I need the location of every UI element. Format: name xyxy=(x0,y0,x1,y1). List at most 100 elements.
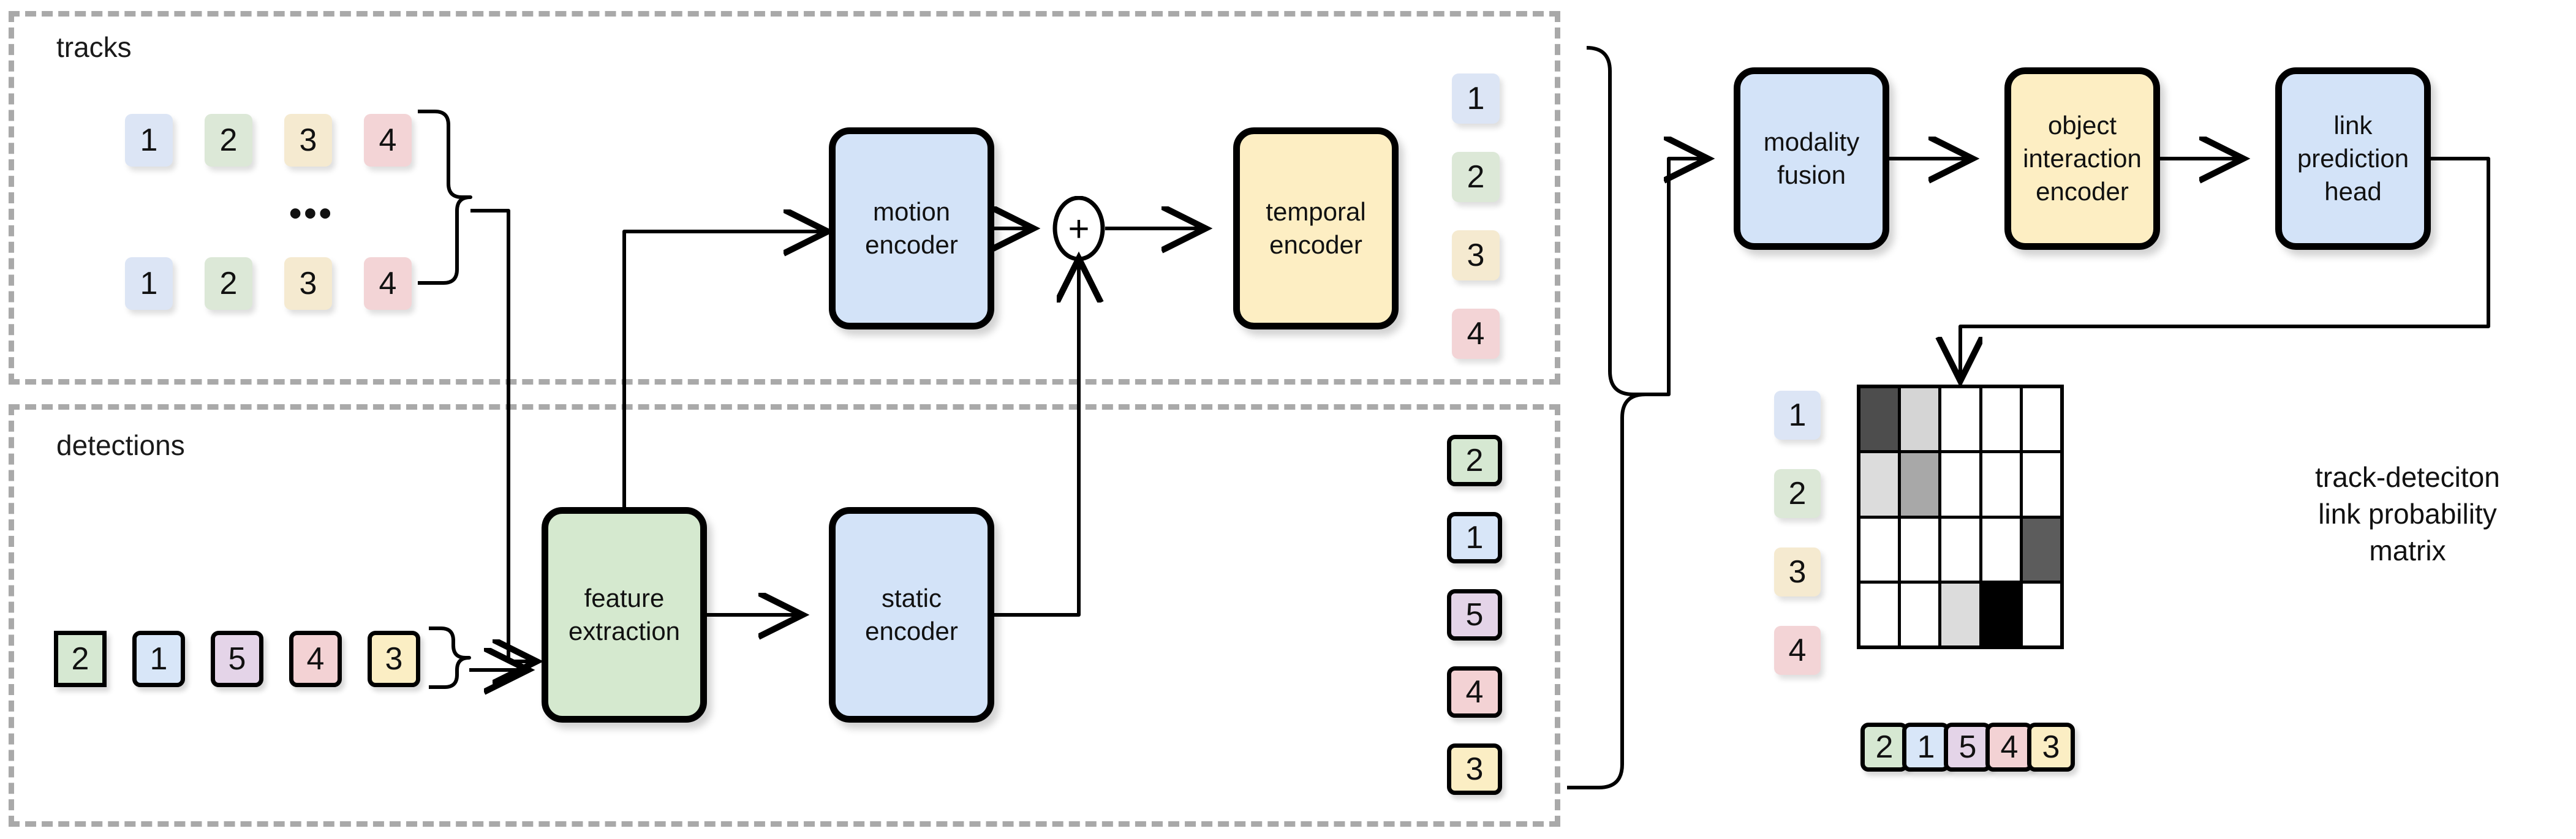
detection-input-chip: 1 xyxy=(132,631,185,687)
track-input-chip: 2 xyxy=(205,114,252,167)
sum-symbol: + xyxy=(1068,208,1090,249)
chip-value: 4 xyxy=(379,122,397,158)
matrix-row-label-chip: 1 xyxy=(1774,391,1821,440)
chip-value: 3 xyxy=(299,122,317,158)
matrix-col-label-chip: 3 xyxy=(2027,723,2075,772)
detection-input-chip: 4 xyxy=(289,631,342,687)
track-input-chip: 2 xyxy=(205,257,252,310)
matrix-col-label-chip: 5 xyxy=(1944,723,1992,772)
feature-extraction-box[interactable]: feature extraction xyxy=(542,507,707,723)
chip-value: 3 xyxy=(1467,238,1485,273)
chip-value: 2 xyxy=(1467,159,1485,195)
motion-encoder-label: motion encoder xyxy=(865,197,958,259)
chip-value: 1 xyxy=(1465,520,1484,555)
chip-value: 4 xyxy=(2000,729,2019,765)
modality-fusion-label: modality fusion xyxy=(1763,127,1860,189)
matrix-col-label-chip: 4 xyxy=(1985,723,2033,772)
chip-value: 4 xyxy=(1788,633,1807,668)
chip-value: 3 xyxy=(385,641,403,677)
matrix-row-label-chip: 4 xyxy=(1774,626,1821,675)
detection-token-chip: 5 xyxy=(1447,589,1502,641)
matrix-cell xyxy=(1901,518,1939,581)
chip-value: 2 xyxy=(1875,729,1894,765)
track-token-chip: 3 xyxy=(1452,230,1500,280)
chip-value: 3 xyxy=(2042,729,2060,765)
matrix-cell xyxy=(1941,518,1979,581)
matrix-cell xyxy=(1860,518,1898,581)
link-prediction-head-label: link prediction head xyxy=(2297,111,2409,206)
matrix-cell xyxy=(1941,388,1979,451)
track-input-chip: 1 xyxy=(125,114,173,167)
matrix-caption: track-deteciton link probability matrix xyxy=(2315,461,2500,566)
matrix-cell xyxy=(2022,518,2060,581)
tracks-group-label: tracks xyxy=(56,31,132,63)
matrix-row-label-chip: 2 xyxy=(1774,469,1821,518)
matrix-cell xyxy=(2022,453,2060,516)
track-token-chip: 4 xyxy=(1452,309,1500,359)
track-input-chip: 3 xyxy=(284,114,332,167)
detections-group-label: detections xyxy=(56,429,185,461)
chip-value: 3 xyxy=(1788,554,1807,590)
detection-token-chip: 2 xyxy=(1447,435,1502,486)
track-token-chip: 1 xyxy=(1452,73,1500,124)
chip-value: 3 xyxy=(299,266,317,301)
matrix-cell xyxy=(1860,388,1898,451)
matrix-cell xyxy=(1941,453,1979,516)
chip-value: 4 xyxy=(306,641,325,677)
track-token-chip: 2 xyxy=(1452,152,1500,202)
chip-value: 2 xyxy=(71,641,89,677)
matrix-cell xyxy=(1860,453,1898,516)
detection-token-chip: 4 xyxy=(1447,666,1502,718)
chip-value: 1 xyxy=(1467,81,1485,116)
matrix-cell xyxy=(1901,453,1939,516)
detections-group-box xyxy=(9,404,1560,827)
matrix-col-label-chip: 1 xyxy=(1902,723,1950,772)
chip-value: 4 xyxy=(1465,674,1484,710)
chip-value: 5 xyxy=(1958,729,1977,765)
temporal-encoder-label: temporal encoder xyxy=(1266,197,1366,259)
link-prediction-head-box[interactable]: link prediction head xyxy=(2275,67,2431,250)
track-input-chip: 4 xyxy=(364,114,412,167)
static-encoder-box[interactable]: static encoder xyxy=(829,507,994,723)
token-collection-brace xyxy=(1567,46,1647,789)
chip-value: 1 xyxy=(1788,397,1807,433)
detection-input-chip: 3 xyxy=(368,631,420,687)
detection-token-chip: 3 xyxy=(1447,743,1502,795)
detection-input-chip: 2 xyxy=(54,631,107,687)
track-input-chip: 4 xyxy=(364,257,412,310)
feature-extraction-label: feature extraction xyxy=(568,584,681,645)
object-interaction-encoder-box[interactable]: object interaction encoder xyxy=(2004,67,2160,250)
matrix-cell xyxy=(1982,388,2020,451)
matrix-cell xyxy=(2022,583,2060,645)
chip-value: 1 xyxy=(149,641,168,677)
sum-node: + xyxy=(1052,195,1105,261)
chip-value: 2 xyxy=(1465,443,1484,478)
matrix-col-label-chip: 2 xyxy=(1860,723,1908,772)
object-interaction-encoder-label: object interaction encoder xyxy=(2023,111,2142,206)
matrix-row-label-chip: 3 xyxy=(1774,547,1821,596)
track-input-chip: 3 xyxy=(284,257,332,310)
chip-value: 1 xyxy=(1917,729,1935,765)
matrix-cell xyxy=(1901,388,1939,451)
matrix-cell xyxy=(1941,583,1979,645)
chip-value: 4 xyxy=(1467,316,1485,352)
temporal-encoder-box[interactable]: temporal encoder xyxy=(1233,127,1399,329)
matrix-cell xyxy=(1982,453,2020,516)
chip-value: 5 xyxy=(1465,597,1484,633)
track-input-chip: 1 xyxy=(125,257,173,310)
motion-encoder-box[interactable]: motion encoder xyxy=(829,127,994,329)
chip-value: 1 xyxy=(140,266,158,301)
chip-value: 2 xyxy=(1788,476,1807,511)
tracks-ellipsis: ••• xyxy=(289,194,334,233)
matrix-cell xyxy=(1982,583,2020,645)
brace-to-fusion-arrow xyxy=(1645,159,1704,396)
matrix-cell xyxy=(1901,583,1939,645)
chip-value: 5 xyxy=(228,641,246,677)
chip-value: 4 xyxy=(379,266,397,301)
detection-token-chip: 1 xyxy=(1447,512,1502,563)
modality-fusion-box[interactable]: modality fusion xyxy=(1734,67,1889,250)
detection-input-chip: 5 xyxy=(211,631,263,687)
matrix-cell xyxy=(1860,583,1898,645)
matrix-cell xyxy=(2022,388,2060,451)
